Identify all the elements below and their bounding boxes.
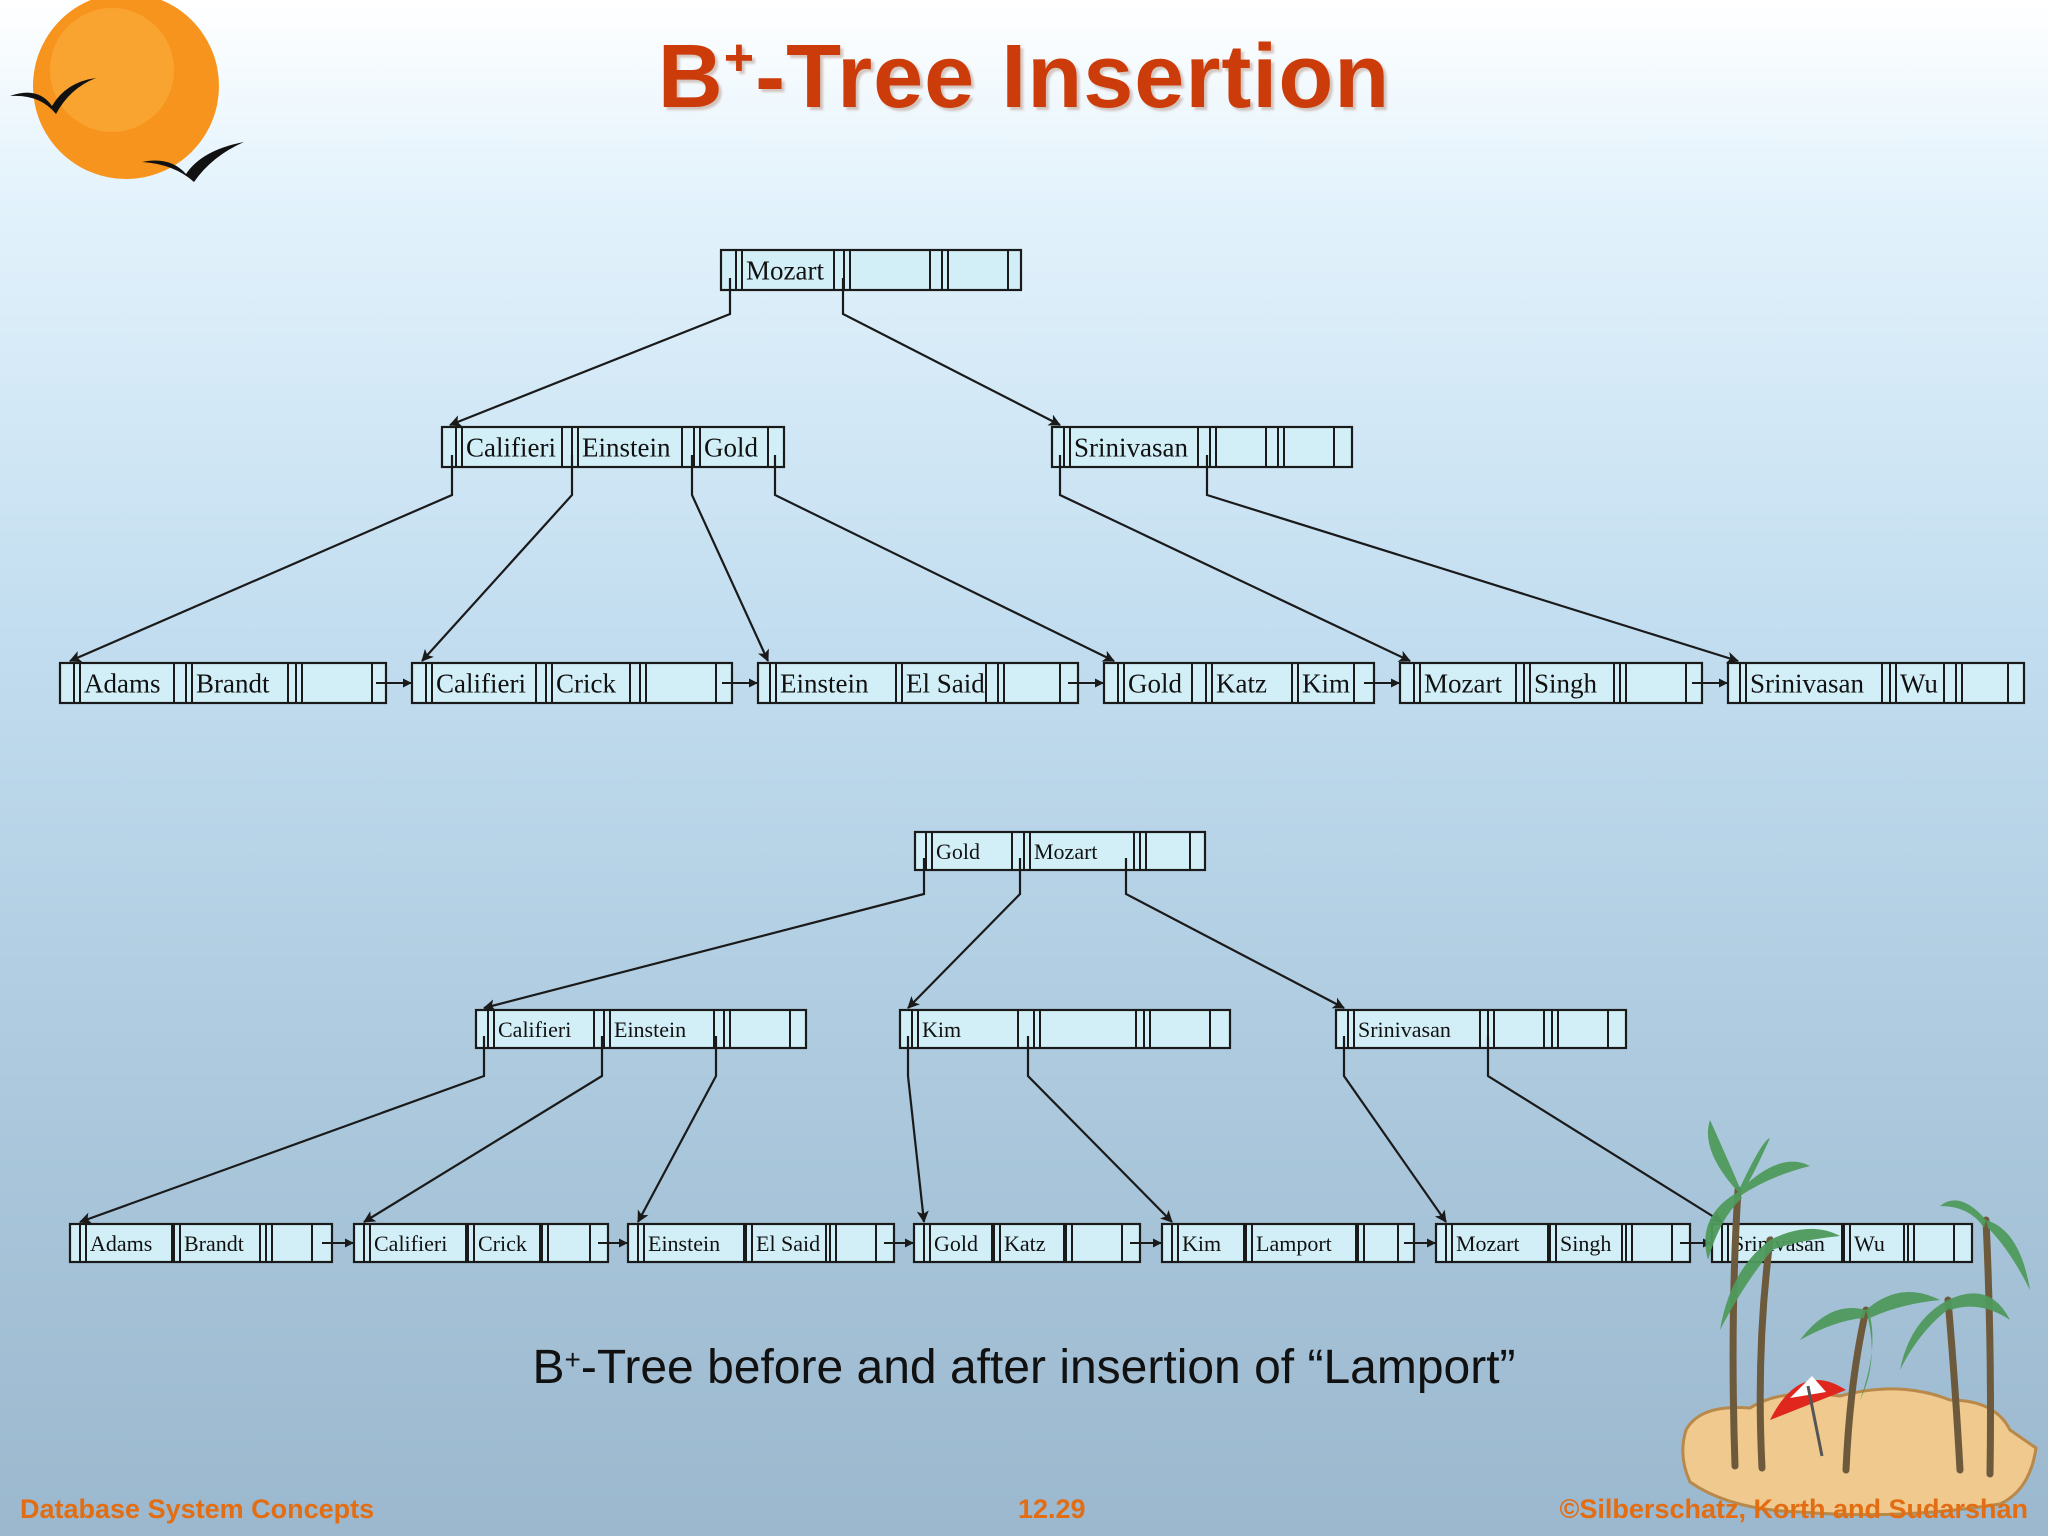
node-key: Adams <box>84 669 161 699</box>
tree-edge-arrow <box>773 455 1115 662</box>
node-key: Wu <box>1854 1231 1885 1256</box>
node-key: Gold <box>1128 669 1183 699</box>
node-key: Califieri <box>498 1017 571 1042</box>
tree-edge-arrow <box>421 455 574 662</box>
tree-edge-arrow <box>1124 858 1345 1009</box>
node-key: Srinivasan <box>1074 433 1188 463</box>
node-key: Mozart <box>746 256 824 286</box>
footer-course-name: Database System Concepts <box>20 1494 375 1524</box>
leaf-node: Mozart Singh <box>1434 1222 1692 1264</box>
node-key: El Said <box>756 1231 820 1256</box>
node-key: Gold <box>936 839 980 864</box>
tree-edge-arrow <box>1026 1036 1173 1223</box>
leaf-node: Einstein El Said <box>626 1222 896 1264</box>
tree-edge-arrow <box>1486 1036 1723 1223</box>
node-key: Califieri <box>436 669 526 699</box>
internal-node: Srinivasan <box>1050 425 1354 469</box>
node-key: Brandt <box>196 669 270 699</box>
tree-edge-arrow <box>79 1036 486 1224</box>
node-key: Gold <box>704 433 759 463</box>
tree-edge-arrow <box>1205 455 1739 664</box>
node-key: Gold <box>934 1231 978 1256</box>
sun-logo-icon <box>10 0 244 182</box>
node-key: Califieri <box>374 1231 447 1256</box>
node-key: El Said <box>906 669 985 699</box>
tree-edge-arrow <box>841 278 1061 426</box>
tree-edge-arrow <box>1342 1036 1447 1223</box>
tree-edge-arrow <box>69 455 454 663</box>
node-key: Einstein <box>648 1231 720 1256</box>
node-key: Kim <box>1302 669 1350 699</box>
tree-edge-arrow <box>907 858 1022 1009</box>
leaf-node: Gold Katz <box>912 1222 1142 1264</box>
root-node: Gold Mozart <box>913 830 1207 872</box>
node-key: Mozart <box>1034 839 1098 864</box>
node-key: Crick <box>478 1231 527 1256</box>
footer-page-number: 12.29 <box>1018 1494 1086 1524</box>
node-key: Katz <box>1004 1231 1046 1256</box>
tree-edge-arrow <box>363 1036 604 1223</box>
node-key: Adams <box>90 1231 152 1256</box>
footer-copyright: ©Silberschatz, Korth and Sudarshan <box>1559 1494 2028 1524</box>
figure-caption: B+-Tree before and after insertion of “L… <box>532 1341 1516 1394</box>
slide-title: B+-Tree Insertion <box>657 27 1391 127</box>
tree-edge-arrow <box>1058 455 1411 662</box>
node-key: Singh <box>1560 1231 1611 1256</box>
leaf-node: Gold Katz Kim <box>1102 661 1376 705</box>
leaf-node: Kim Lamport <box>1160 1222 1416 1264</box>
leaf-node: Adams Brandt <box>58 661 388 705</box>
leaf-node: Califieri Crick <box>352 1222 610 1264</box>
node-key: Wu <box>1900 669 1938 699</box>
node-key: Califieri <box>466 433 556 463</box>
internal-node: Califieri Einstein Gold <box>440 425 786 469</box>
node-key: Kim <box>922 1017 961 1042</box>
node-key: Einstein <box>582 433 671 463</box>
node-key: Brandt <box>184 1231 244 1256</box>
node-key: Einstein <box>614 1017 686 1042</box>
leaf-node: Srinivasan Wu <box>1726 661 2026 705</box>
node-key: Lamport <box>1256 1231 1332 1256</box>
node-key: Mozart <box>1424 669 1502 699</box>
node-key: Srinivasan <box>1358 1017 1451 1042</box>
node-key: Mozart <box>1456 1231 1520 1256</box>
internal-node: Califieri Einstein <box>474 1008 808 1050</box>
leaf-node: Einstein El Said <box>756 661 1080 705</box>
tree-edge-arrow <box>906 1036 929 1223</box>
tree-edge-arrow <box>449 278 732 427</box>
leaf-node: Califieri Crick <box>410 661 734 705</box>
leaf-node: Mozart Singh <box>1398 661 1704 705</box>
internal-node: Kim <box>898 1008 1232 1050</box>
node-key: Srinivasan <box>1750 669 1864 699</box>
internal-node: Srinivasan <box>1334 1008 1628 1050</box>
leaf-node: Adams Brandt <box>68 1222 334 1264</box>
node-key: Kim <box>1182 1231 1221 1256</box>
tree-edge-arrow <box>637 1036 718 1223</box>
node-key: Singh <box>1534 669 1598 699</box>
node-key: Crick <box>556 669 616 699</box>
tree-edge-arrow <box>483 858 926 1012</box>
root-node: Mozart <box>719 248 1023 292</box>
palm-island-icon <box>1681 1120 2038 1517</box>
tree-edge-arrow <box>690 455 770 662</box>
node-key: Katz <box>1216 669 1267 699</box>
node-key: Einstein <box>780 669 869 699</box>
